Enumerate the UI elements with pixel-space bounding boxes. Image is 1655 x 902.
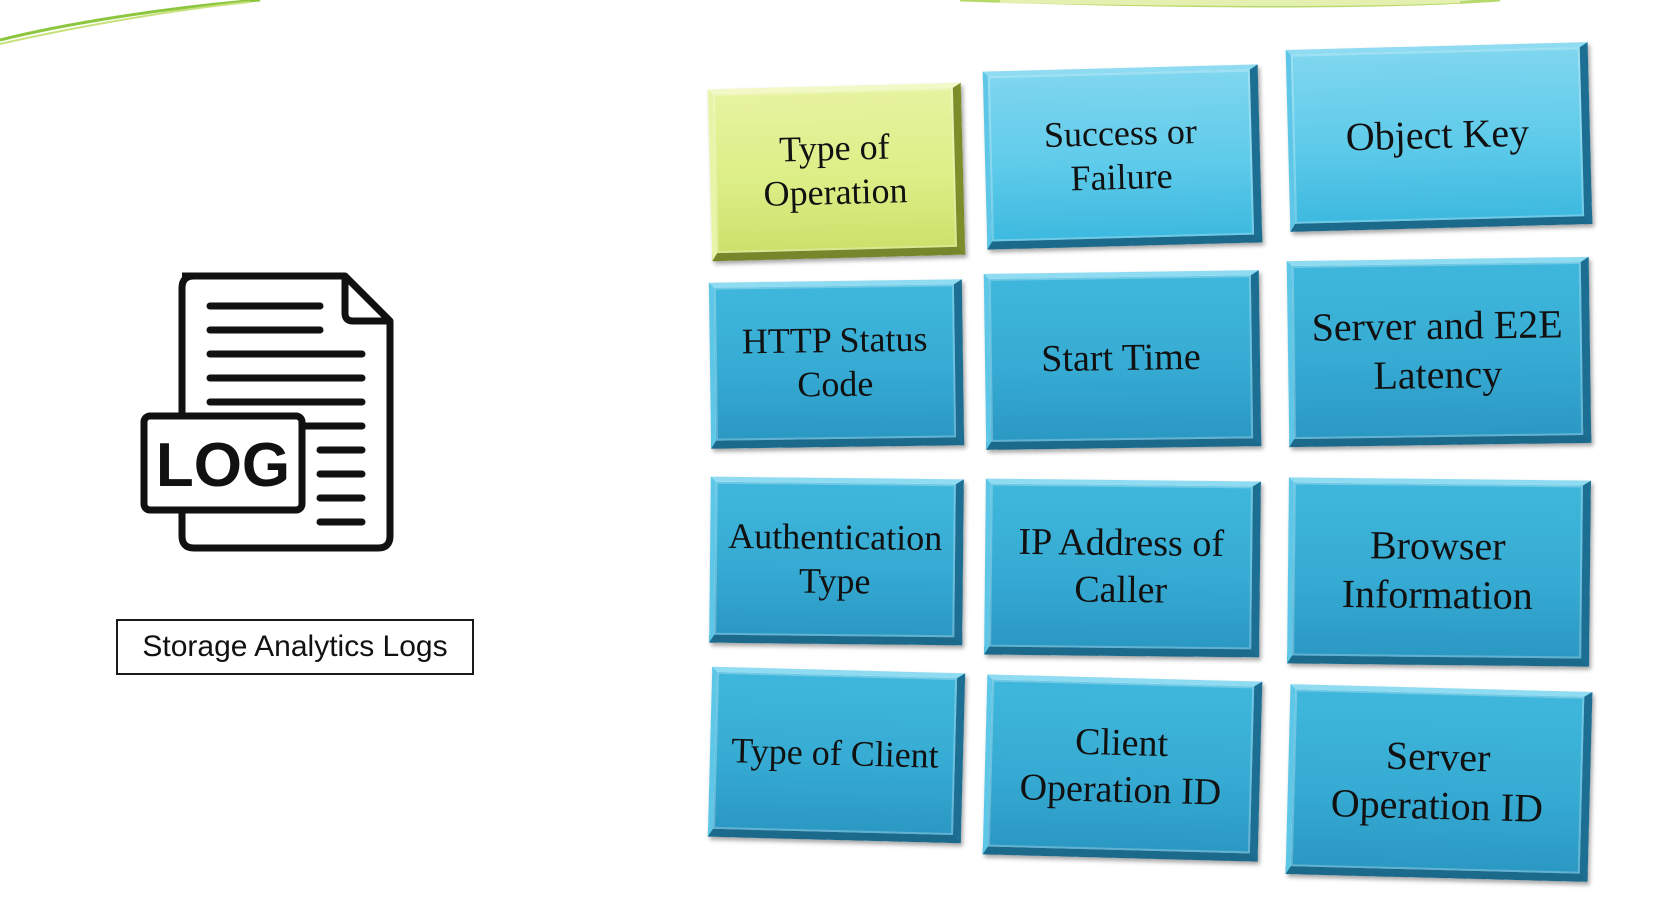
tile-http-status-code: HTTP Status Code (708, 279, 965, 449)
tile-browser-information: Browser Information (1287, 477, 1591, 667)
log-icon-label: LOG (156, 431, 290, 500)
tile-type-of-client: Type of Client (707, 666, 966, 844)
tile-server-operation-id: Server Operation ID (1285, 684, 1593, 882)
tile-authentication-type: Authentication Type (709, 476, 964, 646)
caption-text: Storage Analytics Logs (142, 630, 448, 663)
tile-server-and-e2e-latency: Server and E2E Latency (1286, 256, 1592, 448)
decorative-swoosh (0, 0, 1501, 45)
tile-ip-address-of-caller: IP Address of Caller (984, 478, 1261, 658)
tile-object-key: Object Key (1285, 42, 1593, 232)
tile-type-of-operation: Type of Operation (707, 82, 966, 262)
caption-box: Storage Analytics Logs (116, 619, 474, 675)
tile-success-or-failure: Success or Failure (982, 64, 1263, 250)
log-file-icon: LOG (140, 272, 394, 552)
tile-client-operation-id: Client Operation ID (982, 674, 1263, 862)
tile-start-time: Start Time (983, 270, 1262, 450)
